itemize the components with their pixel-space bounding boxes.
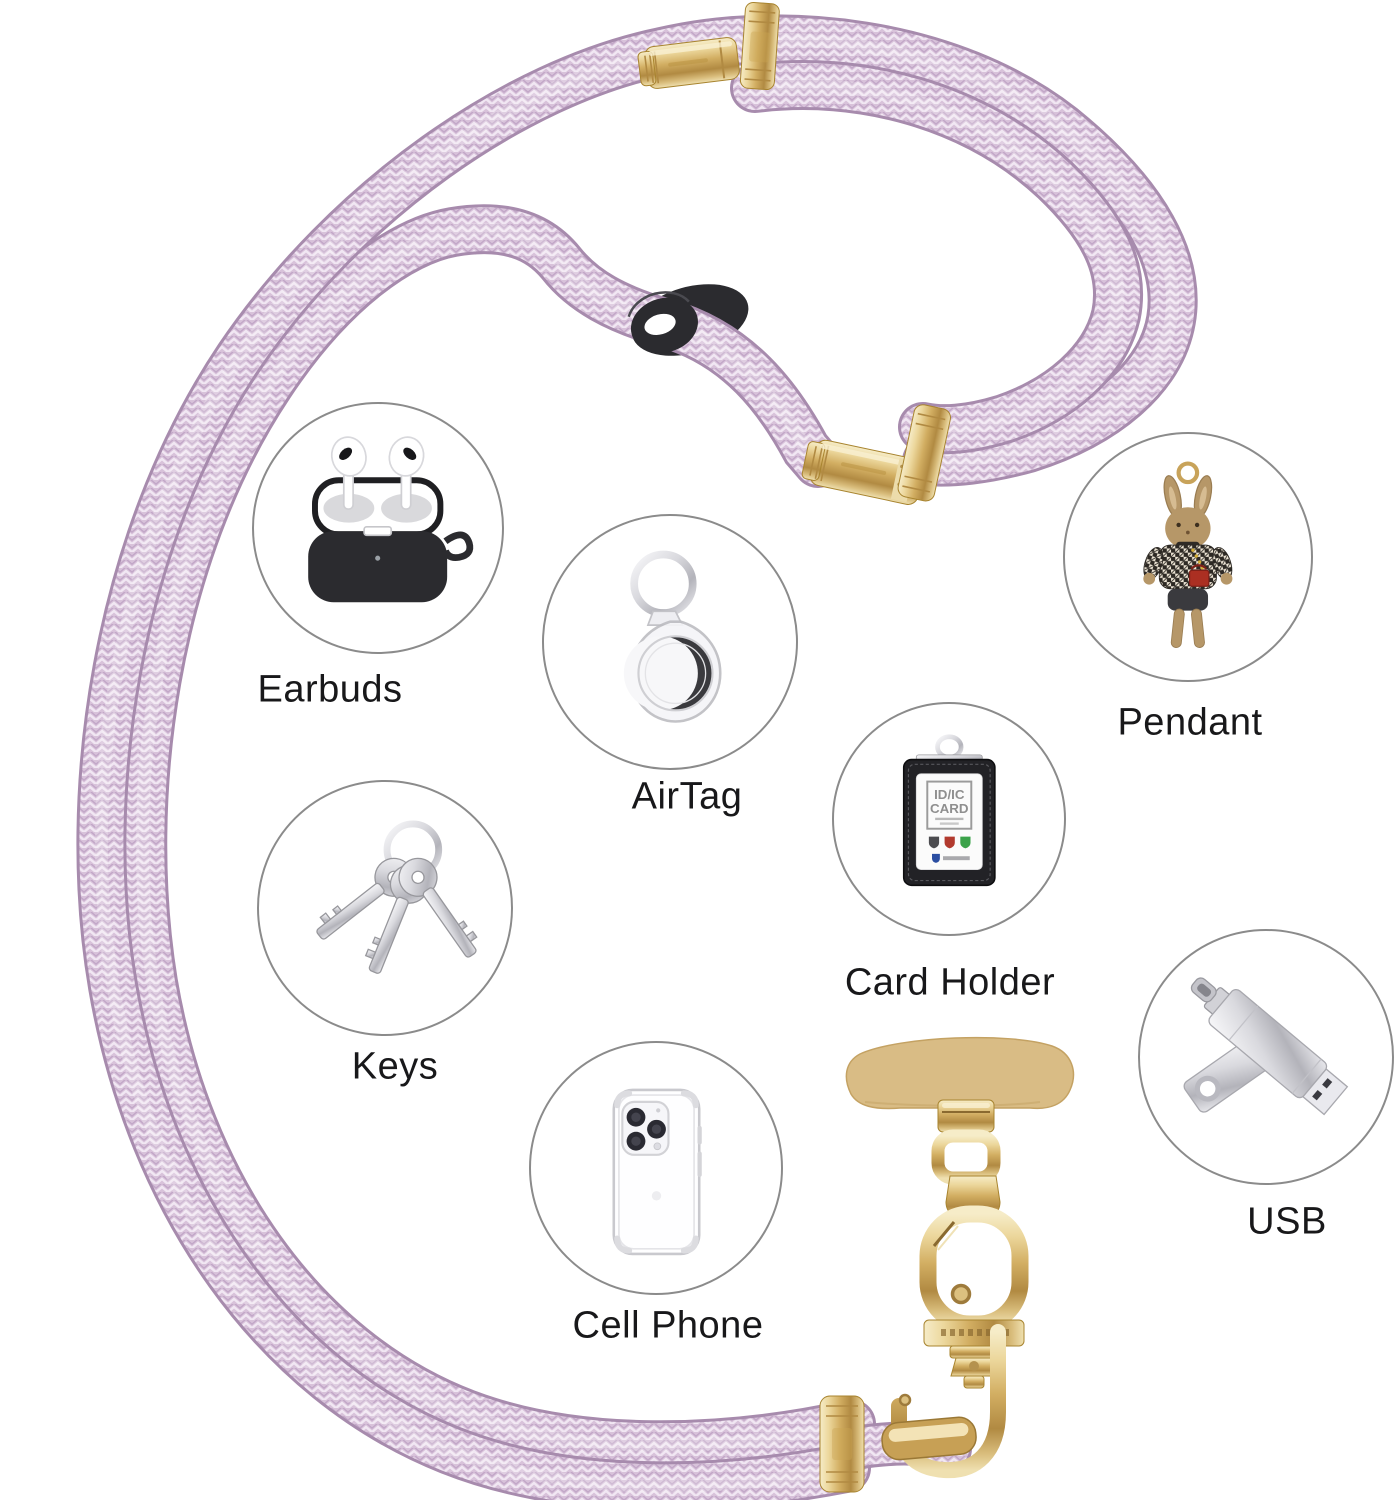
item-circle-airtag xyxy=(542,514,798,770)
clasp-engraved-band xyxy=(923,1319,1025,1347)
item-circle-card-holder: ID/IC CARD xyxy=(832,702,1066,936)
card-shield-icons xyxy=(928,836,971,849)
clasp-link-ring xyxy=(931,1129,1001,1185)
rope-strap xyxy=(101,39,1172,1486)
label-pendant: Pendant xyxy=(1117,701,1263,744)
carabiner-screw-hole xyxy=(950,1283,972,1305)
phone-tab-patch xyxy=(845,1036,1075,1110)
top-ferrule xyxy=(637,37,740,89)
item-circle-usb xyxy=(1138,929,1394,1185)
bottom-clamp-band xyxy=(819,1395,865,1493)
label-card-holder: Card Holder xyxy=(844,961,1056,1004)
mid-collar-ring xyxy=(897,404,951,502)
keys-icon xyxy=(316,820,478,974)
pendant-icon xyxy=(1143,461,1233,649)
usb-body xyxy=(1190,977,1348,1116)
airtag-icon xyxy=(623,550,722,723)
card-holder-icon: ID/IC CARD xyxy=(902,734,996,886)
label-cell-phone: Cell Phone xyxy=(572,1304,764,1347)
item-circle-keys xyxy=(257,780,513,1036)
label-earbuds: Earbuds xyxy=(257,668,403,711)
leather-slider-front xyxy=(627,291,698,353)
tab-clip xyxy=(937,1099,995,1133)
earbuds-icon xyxy=(308,436,474,603)
label-airtag: AirTag xyxy=(631,775,743,818)
top-collar-ring xyxy=(739,1,780,91)
carabiner-body xyxy=(919,1205,1029,1333)
label-keys: Keys xyxy=(351,1045,439,1088)
cell-phone-icon xyxy=(612,1088,702,1255)
item-circle-pendant xyxy=(1063,432,1313,682)
item-circle-earbuds xyxy=(252,402,504,654)
usb-drive-icon xyxy=(1183,977,1348,1116)
svg-text:ID/IC: ID/IC xyxy=(934,787,965,802)
item-circle-cell-phone xyxy=(529,1041,783,1295)
label-usb: USB xyxy=(1247,1200,1327,1243)
svg-text:CARD: CARD xyxy=(930,801,969,816)
strap-ring-bar xyxy=(881,1416,977,1461)
